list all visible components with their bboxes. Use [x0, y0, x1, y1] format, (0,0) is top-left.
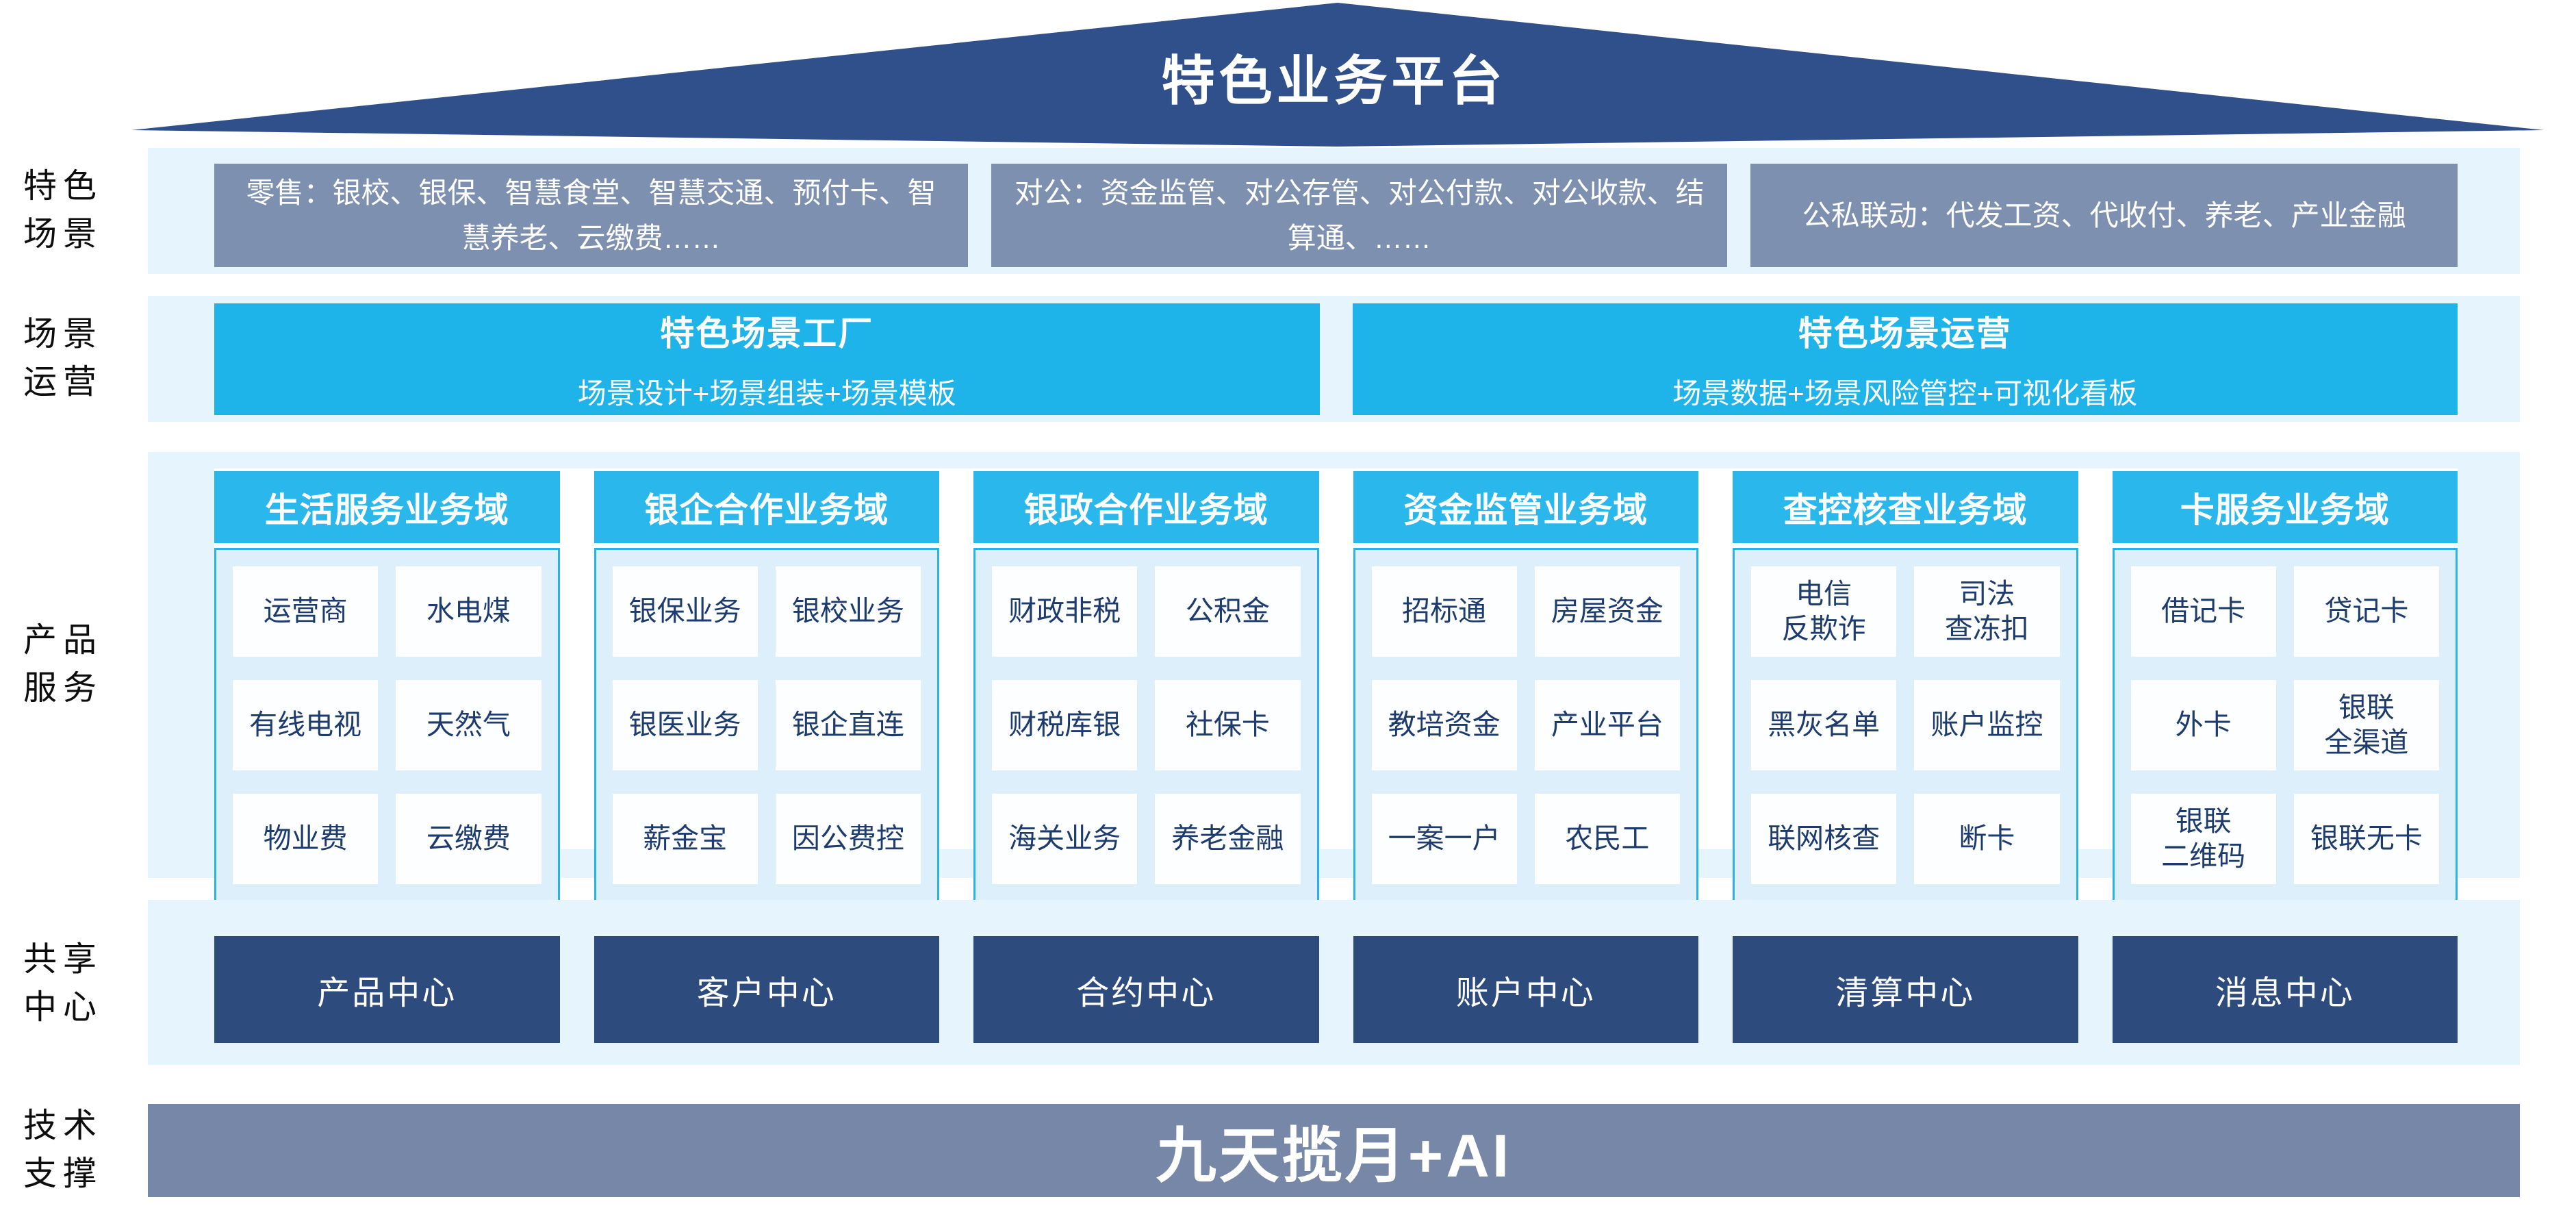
- platform-title: 特色业务平台: [1161, 51, 1507, 111]
- domain-header: 银政合作业务域: [973, 471, 1319, 543]
- domain-item: 养老金融: [1155, 794, 1301, 884]
- domain-item: 银联 二维码: [2130, 794, 2276, 884]
- center-box-account: 账户中心: [1353, 936, 1698, 1043]
- scenarios-row: 零售：银校、银保、智慧食堂、智慧交通、预付卡、智慧养老、云缴费…… 对公：资金监…: [214, 164, 2458, 267]
- center-box-customer: 客户中心: [594, 936, 939, 1043]
- domain-item: 借记卡: [2130, 566, 2276, 657]
- domain-item: 账户监控: [1914, 680, 2060, 770]
- domain-item: 公积金: [1155, 566, 1301, 657]
- centers-row: 产品中心 客户中心 合约中心 账户中心 清算中心 消息中心: [214, 936, 2458, 1043]
- domain-item: 银医业务: [612, 680, 758, 770]
- domain-header: 银企合作业务域: [594, 471, 939, 543]
- domain-body: 运营商 水电煤 有线电视 天然气 物业费 云缴费: [214, 548, 560, 903]
- domain-item: 天然气: [396, 680, 541, 770]
- domain-card-bank-government: 银政合作业务域 财政非税 公积金 财税库银 社保卡 海关业务 养老金融: [973, 471, 1319, 903]
- domain-item: 海关业务: [992, 794, 1138, 884]
- domain-item: 黑灰名单: [1751, 680, 1897, 770]
- domain-body: 招标通 房屋资金 教培资金 产业平台 一案一户 农民工: [1353, 548, 1698, 903]
- op-box-title: 特色场景运营: [1798, 314, 2012, 353]
- domain-item: 物业费: [233, 794, 379, 884]
- domain-header: 查控核查业务域: [1733, 471, 2078, 543]
- domain-item: 联网核查: [1751, 794, 1897, 884]
- domain-item: 一案一户: [1371, 794, 1517, 884]
- domain-item: 银联 全渠道: [2293, 680, 2439, 770]
- op-box-scene-factory: 特色场景工厂 场景设计+场景组装+场景模板: [214, 303, 1320, 415]
- center-box-clearing: 清算中心: [1733, 936, 2078, 1043]
- rail-label-scenarios: 特色 场景: [23, 168, 103, 253]
- tech-support-bar: 九天揽月+AI: [148, 1104, 2520, 1197]
- products-band: 生活服务业务域 运营商 水电煤 有线电视 天然气 物业费 云缴费 银企合作业务域…: [148, 452, 2520, 903]
- domain-header: 卡服务业务域: [2112, 471, 2458, 543]
- op-box-subtitle: 场景数据+场景风险管控+可视化看板: [1672, 377, 2138, 410]
- center-box-product: 产品中心: [214, 936, 560, 1043]
- tech-bar-title: 九天揽月+AI: [1156, 1121, 1512, 1190]
- op-box-scene-operation: 特色场景运营 场景数据+场景风险管控+可视化看板: [1352, 303, 2458, 415]
- domain-item: 水电煤: [396, 566, 541, 657]
- products-white-backdrop: [214, 468, 2458, 849]
- domain-item: 电信 反欺诈: [1751, 566, 1897, 657]
- rail-label-operations: 场景 运营: [23, 316, 103, 401]
- domain-item: 房屋资金: [1534, 566, 1680, 657]
- domain-item: 断卡: [1914, 794, 2060, 884]
- domain-item: 财政非税: [992, 566, 1138, 657]
- domain-item: 因公费控: [775, 794, 921, 884]
- domain-item: 运营商: [233, 566, 379, 657]
- operations-band: 特色场景工厂 场景设计+场景组装+场景模板 特色场景运营 场景数据+场景风险管控…: [148, 296, 2520, 422]
- scenario-box-public-private: 公私联动：代发工资、代收付、养老、产业金融: [1750, 164, 2458, 267]
- domain-item: 贷记卡: [2293, 566, 2439, 657]
- products-row: 生活服务业务域 运营商 水电煤 有线电视 天然气 物业费 云缴费 银企合作业务域…: [214, 471, 2458, 903]
- domain-item: 农民工: [1534, 794, 1680, 884]
- domain-card-inquiry-control: 查控核查业务域 电信 反欺诈 司法 查冻扣 黑灰名单 账户监控 联网核查 断卡: [1733, 471, 2078, 903]
- domain-card-fund-supervision: 资金监管业务域 招标通 房屋资金 教培资金 产业平台 一案一户 农民工: [1353, 471, 1698, 903]
- scenarios-band: 零售：银校、银保、智慧食堂、智慧交通、预付卡、智慧养老、云缴费…… 对公：资金监…: [148, 148, 2520, 274]
- domain-body: 财政非税 公积金 财税库银 社保卡 海关业务 养老金融: [973, 548, 1319, 903]
- domain-item: 银企直连: [775, 680, 921, 770]
- domain-item: 有线电视: [233, 680, 379, 770]
- domain-card-card-services: 卡服务业务域 借记卡 贷记卡 外卡 银联 全渠道 银联 二维码 银联无卡: [2112, 471, 2458, 903]
- rail-label-centers: 共享 中心: [23, 941, 103, 1026]
- domain-item: 教培资金: [1371, 680, 1517, 770]
- domain-item: 司法 查冻扣: [1914, 566, 2060, 657]
- op-box-subtitle: 场景设计+场景组装+场景模板: [577, 377, 956, 410]
- center-box-contract: 合约中心: [973, 936, 1319, 1043]
- domain-item: 外卡: [2130, 680, 2276, 770]
- domain-body: 借记卡 贷记卡 外卡 银联 全渠道 银联 二维码 银联无卡: [2112, 548, 2458, 903]
- domain-item: 社保卡: [1155, 680, 1301, 770]
- domain-header: 资金监管业务域: [1353, 471, 1698, 543]
- domain-header: 生活服务业务域: [214, 471, 560, 543]
- operations-row: 特色场景工厂 场景设计+场景组装+场景模板 特色场景运营 场景数据+场景风险管控…: [214, 303, 2458, 415]
- domain-body: 银保业务 银校业务 银医业务 银企直连 薪金宝 因公费控: [594, 548, 939, 903]
- domain-item: 银联无卡: [2293, 794, 2439, 884]
- center-box-message: 消息中心: [2112, 936, 2458, 1043]
- rail-label-products: 产品 服务: [23, 622, 103, 707]
- domain-item: 产业平台: [1534, 680, 1680, 770]
- scenario-box-retail: 零售：银校、银保、智慧食堂、智慧交通、预付卡、智慧养老、云缴费……: [214, 164, 969, 267]
- scenario-box-corporate: 对公：资金监管、对公存管、对公付款、对公收款、结算通、……: [991, 164, 1728, 267]
- domain-body: 电信 反欺诈 司法 查冻扣 黑灰名单 账户监控 联网核查 断卡: [1733, 548, 2078, 903]
- rail-label-tech: 技术 支撑: [23, 1107, 103, 1192]
- roof-banner-shape: [131, 3, 2544, 147]
- centers-band: 产品中心 客户中心 合约中心 账户中心 清算中心 消息中心: [148, 900, 2520, 1065]
- op-box-title: 特色场景工厂: [660, 314, 874, 353]
- domain-item: 云缴费: [396, 794, 541, 884]
- domain-item: 招标通: [1371, 566, 1517, 657]
- domain-item: 财税库银: [992, 680, 1138, 770]
- domain-item: 薪金宝: [612, 794, 758, 884]
- domain-item: 银校业务: [775, 566, 921, 657]
- domain-card-life-services: 生活服务业务域 运营商 水电煤 有线电视 天然气 物业费 云缴费: [214, 471, 560, 903]
- domain-card-bank-enterprise: 银企合作业务域 银保业务 银校业务 银医业务 银企直连 薪金宝 因公费控: [594, 471, 939, 903]
- domain-item: 银保业务: [612, 566, 758, 657]
